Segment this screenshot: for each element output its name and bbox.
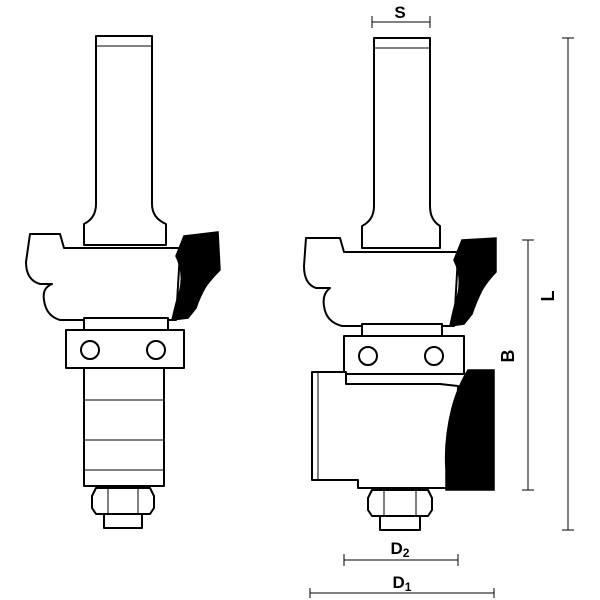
right-shank: [361, 37, 441, 249]
dim-label-s: S: [394, 3, 405, 22]
right-bolt-end: [379, 515, 421, 531]
left-bearing-hole-1: [80, 340, 100, 360]
dimension-s: S: [371, 3, 431, 28]
right-upper-cutter-body: [303, 237, 459, 327]
dim-label-b: B: [498, 350, 518, 363]
left-upper-blade: [171, 231, 221, 321]
right-nut: [367, 489, 433, 517]
left-spacer-stack: [83, 367, 165, 487]
right-bearing-hole-1: [358, 346, 378, 366]
dimension-l: L: [538, 37, 574, 531]
left-upper-cutter-body: [25, 233, 181, 321]
left-bolt-end: [103, 513, 143, 529]
dim-label-l: L: [538, 291, 558, 302]
right-upper-blade: [449, 237, 497, 327]
right-neck: [361, 323, 443, 337]
right-bearing-hole-2: [424, 346, 444, 366]
left-router-bit: [25, 35, 221, 529]
dim-label-d2: D2: [391, 539, 410, 560]
right-lower-cutter-body: [311, 371, 459, 489]
left-shank: [83, 35, 167, 246]
dimension-b: B: [498, 239, 534, 491]
dim-label-d1: D1: [393, 573, 412, 594]
dimension-d2: D2: [343, 539, 459, 566]
right-router-bit: [303, 37, 497, 531]
right-lower-blade: [444, 369, 495, 491]
left-bearing-hole-2: [146, 340, 166, 360]
dimension-d1: D1: [309, 573, 495, 598]
left-neck: [83, 317, 169, 331]
left-nut: [91, 487, 155, 515]
